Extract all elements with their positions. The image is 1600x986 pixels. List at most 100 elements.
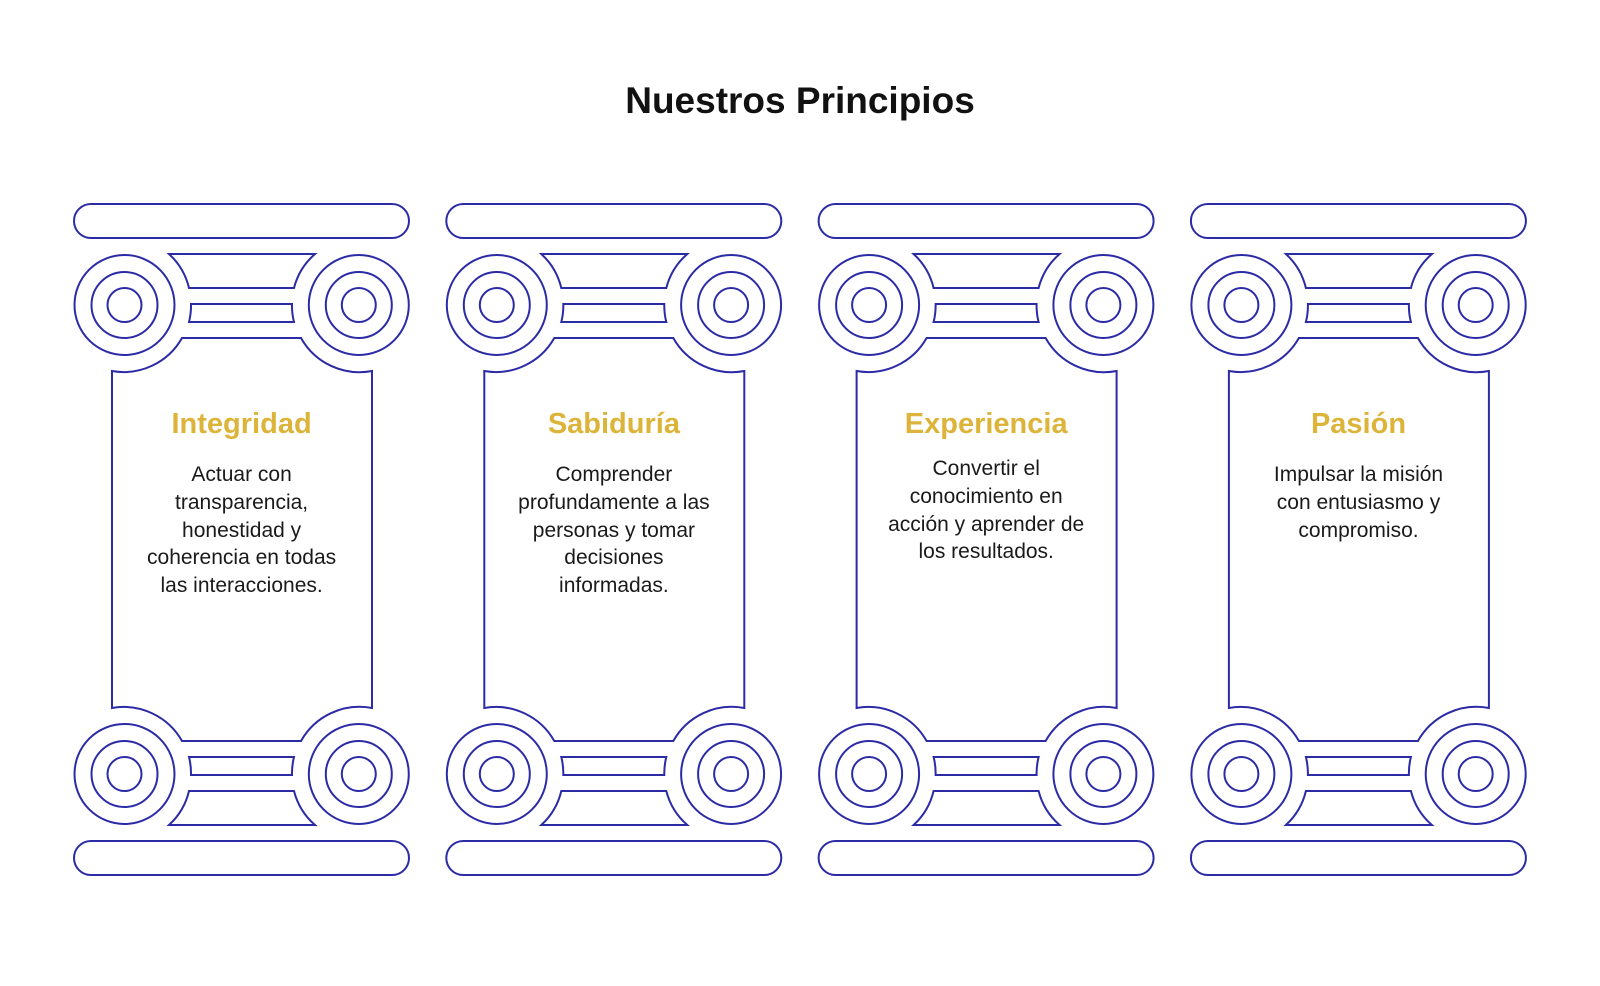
description-line: profundamente a las: [518, 490, 710, 514]
pillar-shaft: [483, 337, 746, 742]
volute-ring: [307, 254, 410, 356]
bottom-bar: [817, 840, 1155, 876]
top-abacus: [538, 253, 690, 289]
volute-ring: [1085, 756, 1122, 792]
volute-ring: [697, 271, 766, 339]
bottom-band: [1304, 756, 1413, 776]
bottom-abacus: [911, 790, 1063, 826]
volute-ring: [73, 254, 176, 356]
volute-ring: [818, 723, 921, 825]
top-bar: [1189, 203, 1527, 239]
volute-ring: [1424, 254, 1527, 356]
volute-ring: [1457, 287, 1494, 323]
pillar-shaft: [855, 337, 1118, 742]
description-line: acción y aprender de: [888, 512, 1085, 536]
pillar-1: [73, 203, 410, 876]
bottom-abacus: [1283, 790, 1435, 826]
description-line: decisiones: [564, 546, 664, 570]
volute-ring: [462, 740, 531, 808]
volute-ring: [478, 756, 515, 792]
volute-ring: [713, 756, 750, 792]
principle-description: Actuar con transparencia, honestidad y cohe…: [102, 461, 382, 600]
volute-ring: [1190, 723, 1293, 825]
bottom-bar: [445, 840, 783, 876]
top-band: [187, 303, 296, 323]
volute-ring: [1457, 756, 1494, 792]
volute-ring: [680, 254, 783, 356]
volute-ring: [307, 723, 410, 825]
volute-ring: [324, 271, 393, 339]
volute-ring: [1069, 271, 1138, 339]
volute-ring: [462, 271, 531, 339]
description-line: honestidad y: [182, 518, 302, 542]
description-line: informadas.: [559, 574, 669, 598]
description-line: transparencia,: [175, 490, 309, 514]
description-line: Impulsar la misión: [1273, 463, 1444, 486]
principle-title: Pasión: [1310, 408, 1407, 440]
volute-ring: [818, 254, 921, 356]
volute-ring: [106, 756, 143, 792]
page-title: Nuestros Principios: [625, 80, 975, 121]
principle-description: Comprender profundamente a las personas y …: [474, 461, 754, 600]
volute-ring: [478, 287, 515, 323]
bottom-band: [187, 756, 296, 776]
volute-ring: [340, 756, 377, 792]
pillar-shaft: [1227, 337, 1490, 742]
top-abacus: [1283, 253, 1435, 289]
volute-ring: [1223, 287, 1260, 323]
volute-ring: [835, 740, 904, 808]
volute-ring: [851, 287, 888, 323]
bottom-bar: [73, 840, 410, 876]
pillar-3: [817, 203, 1155, 876]
pillar-shaft: [111, 337, 373, 742]
description-line: compromiso.: [1298, 518, 1419, 542]
volute-ring: [1052, 723, 1155, 825]
top-bar: [817, 203, 1155, 239]
pillar-4: [1189, 203, 1527, 876]
volute-ring: [445, 254, 548, 356]
bottom-bar: [1189, 840, 1527, 876]
description-line: coherencia en todas: [147, 546, 337, 570]
bottom-abacus: [166, 790, 318, 826]
volute-ring: [1441, 271, 1510, 339]
volute-ring: [1424, 723, 1527, 825]
description-line: Actuar con: [191, 463, 292, 486]
top-band: [560, 303, 668, 323]
volute-ring: [713, 287, 750, 323]
top-bar: [73, 203, 410, 239]
principle-description: Impulsar la misión con entusiasmo y compro…: [1219, 461, 1499, 544]
volute-ring: [1085, 287, 1122, 323]
volute-ring: [324, 740, 393, 808]
description-line: conocimiento en: [909, 484, 1063, 508]
volute-ring: [1190, 254, 1293, 356]
principle-title: Experiencia: [904, 408, 1068, 440]
description-line: con entusiasmo y: [1276, 490, 1441, 514]
principle-title: Integridad: [171, 408, 312, 440]
volute-ring: [835, 271, 904, 339]
volute-ring: [73, 723, 176, 825]
volute-ring: [445, 723, 548, 825]
description-line: personas y tomar: [532, 518, 696, 542]
volute-ring: [90, 271, 159, 339]
principle-title: Sabiduría: [547, 408, 680, 440]
volute-ring: [106, 287, 143, 323]
volute-ring: [1441, 740, 1510, 808]
volute-ring: [340, 287, 377, 323]
volute-ring: [1207, 271, 1276, 339]
bottom-abacus: [538, 790, 690, 826]
pillar-2: [445, 203, 783, 876]
description-line: los resultados.: [918, 540, 1054, 564]
bottom-band: [560, 756, 668, 776]
top-abacus: [166, 253, 318, 289]
volute-ring: [1207, 740, 1276, 808]
top-abacus: [911, 253, 1063, 289]
description-line: Comprender: [555, 463, 673, 486]
volute-ring: [851, 756, 888, 792]
volute-ring: [680, 723, 783, 825]
volute-ring: [1069, 740, 1138, 808]
top-band: [1304, 303, 1413, 323]
volute-ring: [1052, 254, 1155, 356]
